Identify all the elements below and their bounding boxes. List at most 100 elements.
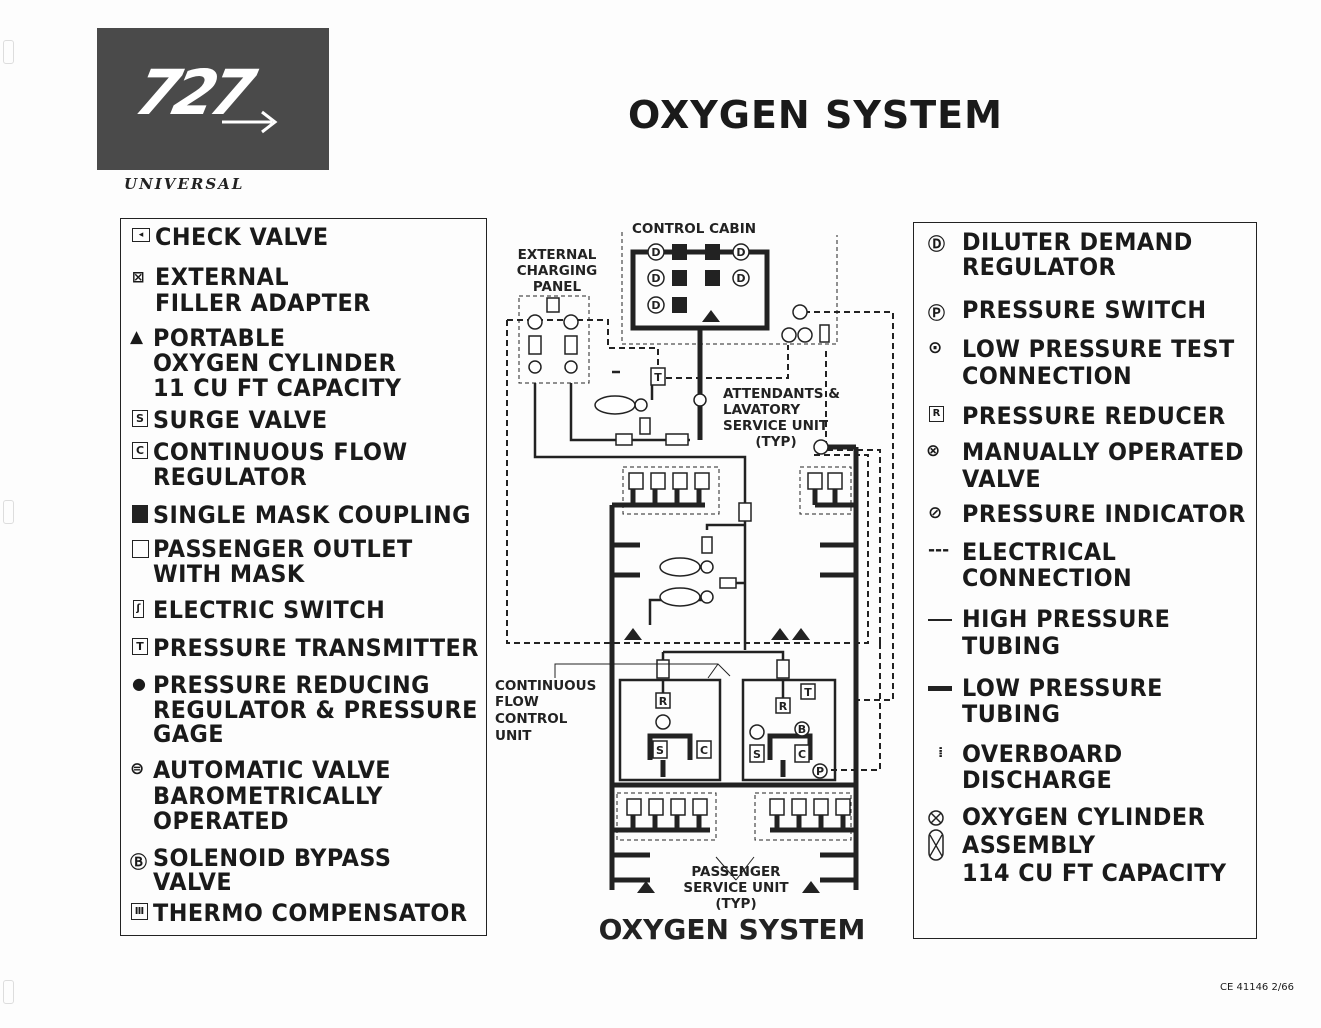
legend-label: CONNECTION — [962, 564, 1133, 592]
control-cabin-label: CONTROL CABIN — [632, 221, 756, 237]
legend-label: PRESSURE TRANSMITTER — [153, 634, 479, 662]
pressure-reducer-icon: R — [929, 406, 944, 422]
svg-text:D: D — [651, 246, 660, 259]
external-panel-label: CHARGING — [517, 263, 598, 279]
legend-label: REGULATOR — [962, 253, 1117, 281]
legend-label: PRESSURE REDUCING — [153, 671, 430, 699]
legend-label: SINGLE MASK COUPLING — [153, 501, 471, 529]
psu-label: (TYP) — [715, 896, 756, 912]
zone-outlines — [518, 232, 852, 841]
legend-label: CHECK VALVE — [155, 223, 329, 251]
legend-label: PORTABLE — [153, 324, 286, 352]
legend-label: OXYGEN CYLINDER — [153, 349, 397, 377]
continuous-flow-regulator-icon: C — [132, 442, 148, 459]
legend-label: REGULATOR & PRESSURE — [153, 696, 478, 724]
svg-text:P: P — [816, 765, 824, 778]
pressure-transmitter-icon: T — [132, 638, 148, 655]
external-panel-label: EXTERNAL — [518, 247, 597, 263]
legend-label: MANUALLY OPERATED — [962, 438, 1244, 466]
legend-label: LOW PRESSURE — [962, 674, 1163, 702]
psu-label: PASSENGER — [691, 864, 781, 880]
legend-label: PRESSURE REDUCER — [962, 402, 1226, 430]
external-panel-label: PANEL — [533, 279, 582, 295]
svg-text:S: S — [656, 744, 664, 757]
legend-label: 114 CU FT CAPACITY — [962, 859, 1227, 887]
thick-line-icon — [928, 686, 952, 691]
electric-switch-icon: ʃ — [133, 600, 144, 618]
legend-label: HIGH PRESSURE — [962, 605, 1171, 633]
logo-arrow-icon — [222, 110, 278, 134]
left-legend-box — [120, 218, 487, 936]
binder-hole — [3, 980, 14, 1004]
legend-label: VALVE — [153, 868, 233, 896]
diagram-labels: CONTROL CABIN EXTERNAL CHARGING PANEL AT… — [495, 221, 865, 946]
legend-label: CONNECTION — [962, 362, 1133, 390]
svg-text:R: R — [779, 700, 788, 713]
triangle-icon: ▲ — [130, 327, 144, 347]
cfcu-label: UNIT — [495, 728, 532, 744]
legend-label: PRESSURE INDICATOR — [962, 500, 1246, 528]
legend-label: TUBING — [962, 632, 1061, 660]
legend-label: OPERATED — [153, 807, 290, 835]
legend-label: OXYGEN CYLINDER — [962, 803, 1206, 831]
legend-label: ASSEMBLY — [962, 831, 1096, 859]
svg-text:D: D — [651, 299, 660, 312]
electrical-connections — [506, 311, 894, 771]
pressure-switch-icon: Ⓟ — [928, 304, 945, 324]
filler-adapter-icon: ⊠ — [132, 268, 145, 286]
right-legend-box — [913, 222, 1257, 939]
diagram-title: OXYGEN SYSTEM — [599, 913, 866, 946]
legend-label: 11 CU FT CAPACITY — [153, 374, 402, 402]
attendants-label: SERVICE UNIT — [723, 418, 829, 434]
passenger-outlet-icon — [132, 540, 149, 558]
legend-label: AUTOMATIC VALVE — [153, 756, 392, 784]
attendants-label: (TYP) — [755, 434, 796, 450]
legend-label: REGULATOR — [153, 463, 308, 491]
legend-label: SOLENOID BYPASS — [153, 844, 392, 872]
legend-label: CONTINUOUS FLOW — [153, 438, 408, 466]
legend-label: DILUTER DEMAND — [962, 228, 1193, 256]
legend-label: TUBING — [962, 700, 1061, 728]
cylinder-assembly-icon — [928, 810, 944, 861]
legend-label: WITH MASK — [153, 560, 305, 588]
thermo-compensator-icon: Ⅲ — [131, 903, 148, 920]
thin-line-icon — [928, 619, 952, 621]
svg-text:C: C — [700, 744, 708, 757]
svg-text:D: D — [651, 272, 660, 285]
automatic-valve-icon: ⊜ — [130, 759, 145, 779]
dot-icon: ● — [132, 674, 146, 693]
legend-label: FILLER ADAPTER — [155, 289, 371, 317]
manual-valve-icon: ⊗ — [926, 441, 941, 461]
svg-text:D: D — [736, 246, 745, 259]
attendants-label: ATTENDANTS & — [723, 386, 840, 402]
solenoid-bypass-icon: Ⓑ — [130, 853, 147, 873]
attendants-label: LAVATORY — [723, 402, 800, 418]
overboard-discharge-icon: ⁞ — [938, 745, 944, 761]
svg-text:S: S — [753, 748, 761, 761]
pressure-indicator-icon: ⊘ — [928, 503, 943, 523]
page-title: OXYGEN SYSTEM — [628, 93, 1003, 137]
low-pressure-test-icon: ⊙ — [928, 338, 943, 358]
cfcu-label: CONTROL — [495, 711, 568, 727]
document-code: CE 41146 2/66 — [1220, 982, 1294, 993]
svg-text:T: T — [804, 686, 812, 699]
binder-hole — [3, 500, 14, 524]
cfcu-label: FLOW — [495, 694, 539, 710]
logo-tagline: UNIVERSAL — [124, 175, 245, 193]
legend-label: VALVE — [962, 465, 1042, 493]
check-valve-icon: ◂ — [132, 228, 150, 242]
legend-label: PRESSURE SWITCH — [962, 296, 1207, 324]
legend-label: ELECTRIC SWITCH — [153, 596, 386, 624]
legend-label: EXTERNAL — [155, 263, 290, 291]
svg-text:B: B — [798, 723, 806, 736]
legend-label: PASSENGER OUTLET — [153, 535, 413, 563]
legend-label: OVERBOARD — [962, 740, 1123, 768]
legend-label: ELECTRICAL — [962, 538, 1117, 566]
legend-label: DISCHARGE — [962, 766, 1113, 794]
svg-text:D: D — [736, 272, 745, 285]
surge-valve-icon: S — [132, 410, 148, 427]
legend-label: GAGE — [153, 720, 225, 748]
